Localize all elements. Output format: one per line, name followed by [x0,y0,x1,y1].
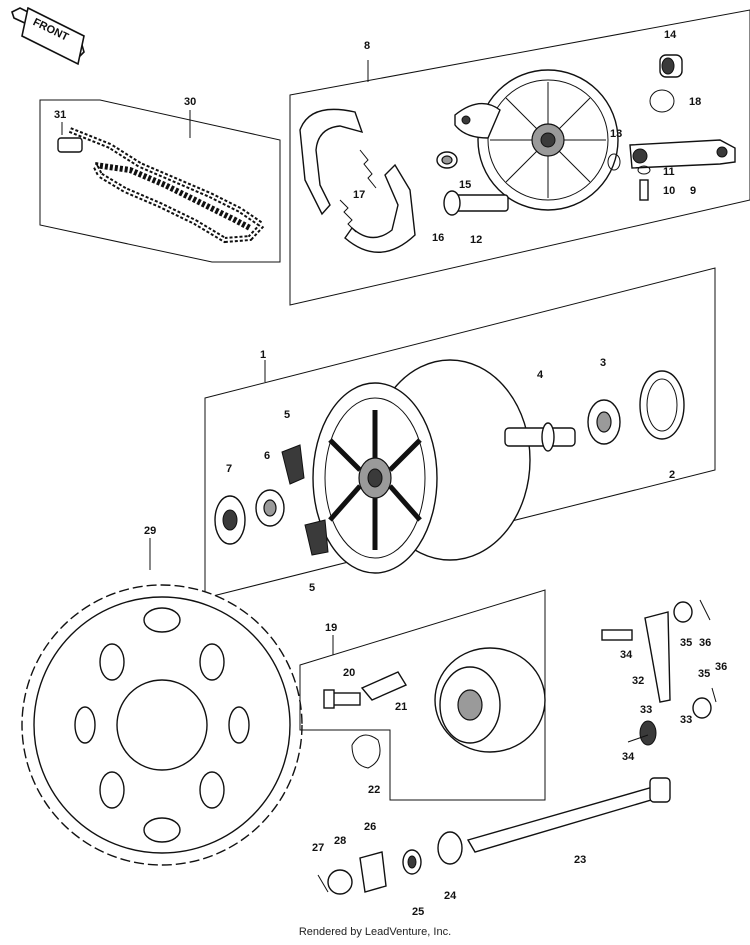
hub-group [204,267,716,599]
callout-33b: 33 [680,714,692,726]
callout-12: 12 [470,234,482,246]
callout-32: 32 [632,675,644,687]
callout-3: 3 [600,357,606,369]
sprocket-hub-group [299,589,546,801]
callout-20: 20 [343,667,355,679]
callout-9: 9 [690,185,696,197]
brake-panel-group [289,9,750,306]
callout-8: 8 [364,40,370,52]
callout-25: 25 [412,906,424,918]
callout-18: 18 [689,96,701,108]
callout-5a: 5 [284,409,290,421]
callout-28: 28 [334,835,346,847]
callout-4: 4 [537,369,544,381]
callout-33a: 33 [640,704,652,716]
callout-16: 16 [432,232,444,244]
callout-6: 6 [264,450,270,462]
sprocket-group [21,538,303,866]
callout-27: 27 [312,842,324,854]
callout-30: 30 [184,96,196,108]
chain-group [39,99,281,263]
callout-36b: 36 [715,661,727,673]
callout-35a: 35 [680,637,692,649]
callout-35b: 35 [698,668,710,680]
callout-10: 10 [663,185,675,197]
callout-21: 21 [395,701,407,713]
callout-22: 22 [368,784,380,796]
callout-31: 31 [54,109,66,121]
callout-34a: 34 [620,649,633,661]
callout-17: 17 [353,189,365,201]
callout-26: 26 [364,821,376,833]
callout-34b: 34 [622,751,635,763]
callout-13: 13 [610,128,622,140]
callout-24: 24 [444,890,457,902]
callout-23: 23 [574,854,586,866]
footer-credit: Rendered by LeadVenture, Inc. [298,926,452,938]
callout-29: 29 [144,525,156,537]
callout-14: 14 [664,29,677,41]
torque-link-group [317,599,717,895]
callout-7: 7 [226,463,232,475]
callout-labels: 1 2 3 4 5 5 6 7 8 9 10 11 12 13 14 15 16… [54,29,727,918]
callout-15: 15 [459,179,471,191]
callout-1: 1 [260,349,266,361]
callout-36a: 36 [699,637,711,649]
callout-11: 11 [663,166,675,178]
callout-19: 19 [325,622,337,634]
callout-2: 2 [669,469,675,481]
callout-5b: 5 [309,582,315,594]
front-arrow-badge: FRONT [11,6,85,66]
